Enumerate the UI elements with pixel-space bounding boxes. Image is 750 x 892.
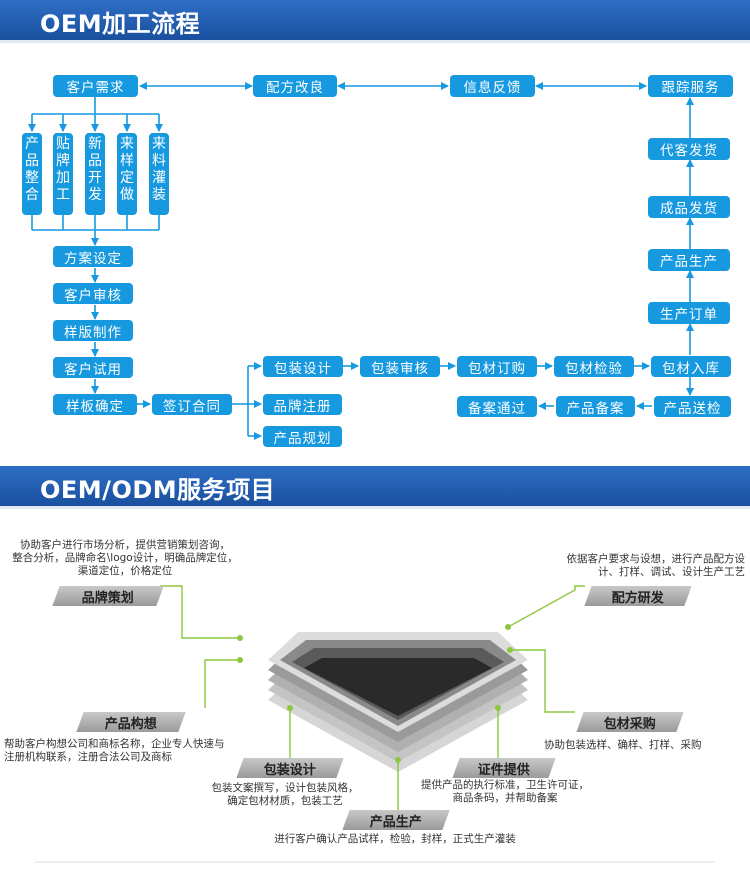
desc-production: 进行客户确认产品试样，检验，封样，正式生产灌装 — [274, 833, 516, 845]
vertical-char: 加 — [56, 170, 70, 186]
vertical-char: 做 — [120, 187, 134, 203]
desc-formula-rd: 依据客户要求与设想，进行产品配方设计、打样、调试、设计生产工艺 — [566, 553, 746, 578]
step-customer-trial: 客户试用 — [53, 357, 133, 378]
vertical-char: 整 — [25, 170, 39, 186]
step-production-order: 生产订单 — [648, 302, 730, 324]
tag-packaging-design: 包装设计 — [236, 758, 344, 778]
tag-production: 产品生产 — [342, 810, 450, 830]
vertical-char: 样 — [120, 153, 134, 169]
section-banner-services: OEM/ODM服务项目 — [0, 466, 750, 509]
vertical-char: 品 — [88, 153, 102, 169]
vertical-char: 品 — [25, 153, 39, 169]
vertical-char: 牌 — [56, 153, 70, 169]
desc-packaging-purchase: 协助包装选样、确样、打样、采购 — [544, 739, 702, 751]
option-oem-labeling: 贴牌加工 — [53, 133, 73, 215]
desc-certification: 提供产品的执行标准，卫生许可证，商品条码，并帮助备案 — [421, 779, 589, 804]
step-brand-registration: 品牌注册 — [263, 394, 342, 415]
layered-chevron — [268, 632, 528, 772]
step-sample-confirmed: 样板确定 — [53, 394, 137, 415]
step-finished-goods-shipping: 成品发货 — [648, 196, 730, 218]
option-custom-from-sample: 来样定做 — [117, 133, 137, 215]
section-title: OEM加工流程 — [40, 10, 201, 38]
desc-packaging-design: 包装文案撰写，设计包装风格，确定包材材质，包装工艺 — [211, 782, 359, 807]
banner-rule — [0, 506, 750, 509]
tag-packaging-purchase: 包材采购 — [576, 712, 684, 732]
vertical-char: 贴 — [56, 136, 70, 152]
section-title: OEM/ODM服务项目 — [40, 476, 276, 504]
option-material-filling: 来料灌装 — [149, 133, 169, 215]
section-banner-oem-process: OEM加工流程 — [0, 0, 750, 43]
step-production: 产品生产 — [648, 249, 730, 271]
step-formula-improvement: 配方改良 — [253, 75, 337, 97]
option-new-product-development: 新品开发 — [85, 133, 105, 215]
step-packaging-inspection: 包材检验 — [554, 356, 634, 377]
step-packaging-storage: 包材入库 — [651, 356, 731, 377]
option-product-integration: 产品整合 — [22, 133, 42, 215]
step-product-filing: 产品备案 — [556, 396, 635, 417]
tag-brand-planning: 品牌策划 — [52, 586, 164, 606]
tag-product-concept: 产品构想 — [76, 712, 186, 732]
vertical-char: 新 — [88, 136, 102, 152]
banner-rule — [0, 40, 750, 43]
vertical-char: 发 — [88, 187, 102, 203]
desc-brand-planning: 协助客户进行市场分析，提供营销策划咨询，整合分析，品牌命名\logo设计，明确品… — [12, 539, 238, 577]
step-plan-setting: 方案设定 — [53, 246, 133, 267]
vertical-char: 装 — [152, 187, 166, 203]
tag-formula-rd: 配方研发 — [584, 586, 692, 606]
step-packaging-design: 包装设计 — [263, 356, 343, 377]
vertical-char: 开 — [88, 170, 102, 186]
step-dropshipping: 代客发货 — [648, 138, 730, 160]
vertical-char: 工 — [56, 187, 70, 203]
vertical-char: 灌 — [152, 170, 166, 186]
vertical-char: 料 — [152, 153, 166, 169]
vertical-char: 定 — [120, 170, 134, 186]
desc-product-concept: 帮助客户构想公司和商标名称，企业专人快速与注册机构联系，注册合法公司及商标 — [4, 738, 225, 763]
step-sample-making: 样版制作 — [53, 320, 133, 341]
step-product-inspection: 产品送检 — [654, 396, 731, 417]
step-customer-review: 客户审核 — [53, 283, 133, 304]
step-filing-approved: 备案通过 — [457, 396, 537, 417]
vertical-char: 合 — [25, 187, 39, 203]
vertical-char: 来 — [120, 136, 134, 152]
step-information-feedback: 信息反馈 — [450, 75, 535, 97]
step-sign-contract: 签订合同 — [152, 394, 232, 415]
step-packaging-review: 包装审核 — [360, 356, 440, 377]
green-connectors — [160, 585, 585, 810]
vertical-char: 产 — [25, 136, 39, 152]
step-follow-up-service: 跟踪服务 — [648, 75, 733, 97]
step-product-planning: 产品规划 — [263, 426, 342, 447]
step-packaging-ordering: 包材订购 — [457, 356, 537, 377]
tag-certification: 证件提供 — [452, 758, 556, 778]
vertical-char: 来 — [152, 136, 166, 152]
step-customer-demand: 客户需求 — [53, 75, 138, 97]
